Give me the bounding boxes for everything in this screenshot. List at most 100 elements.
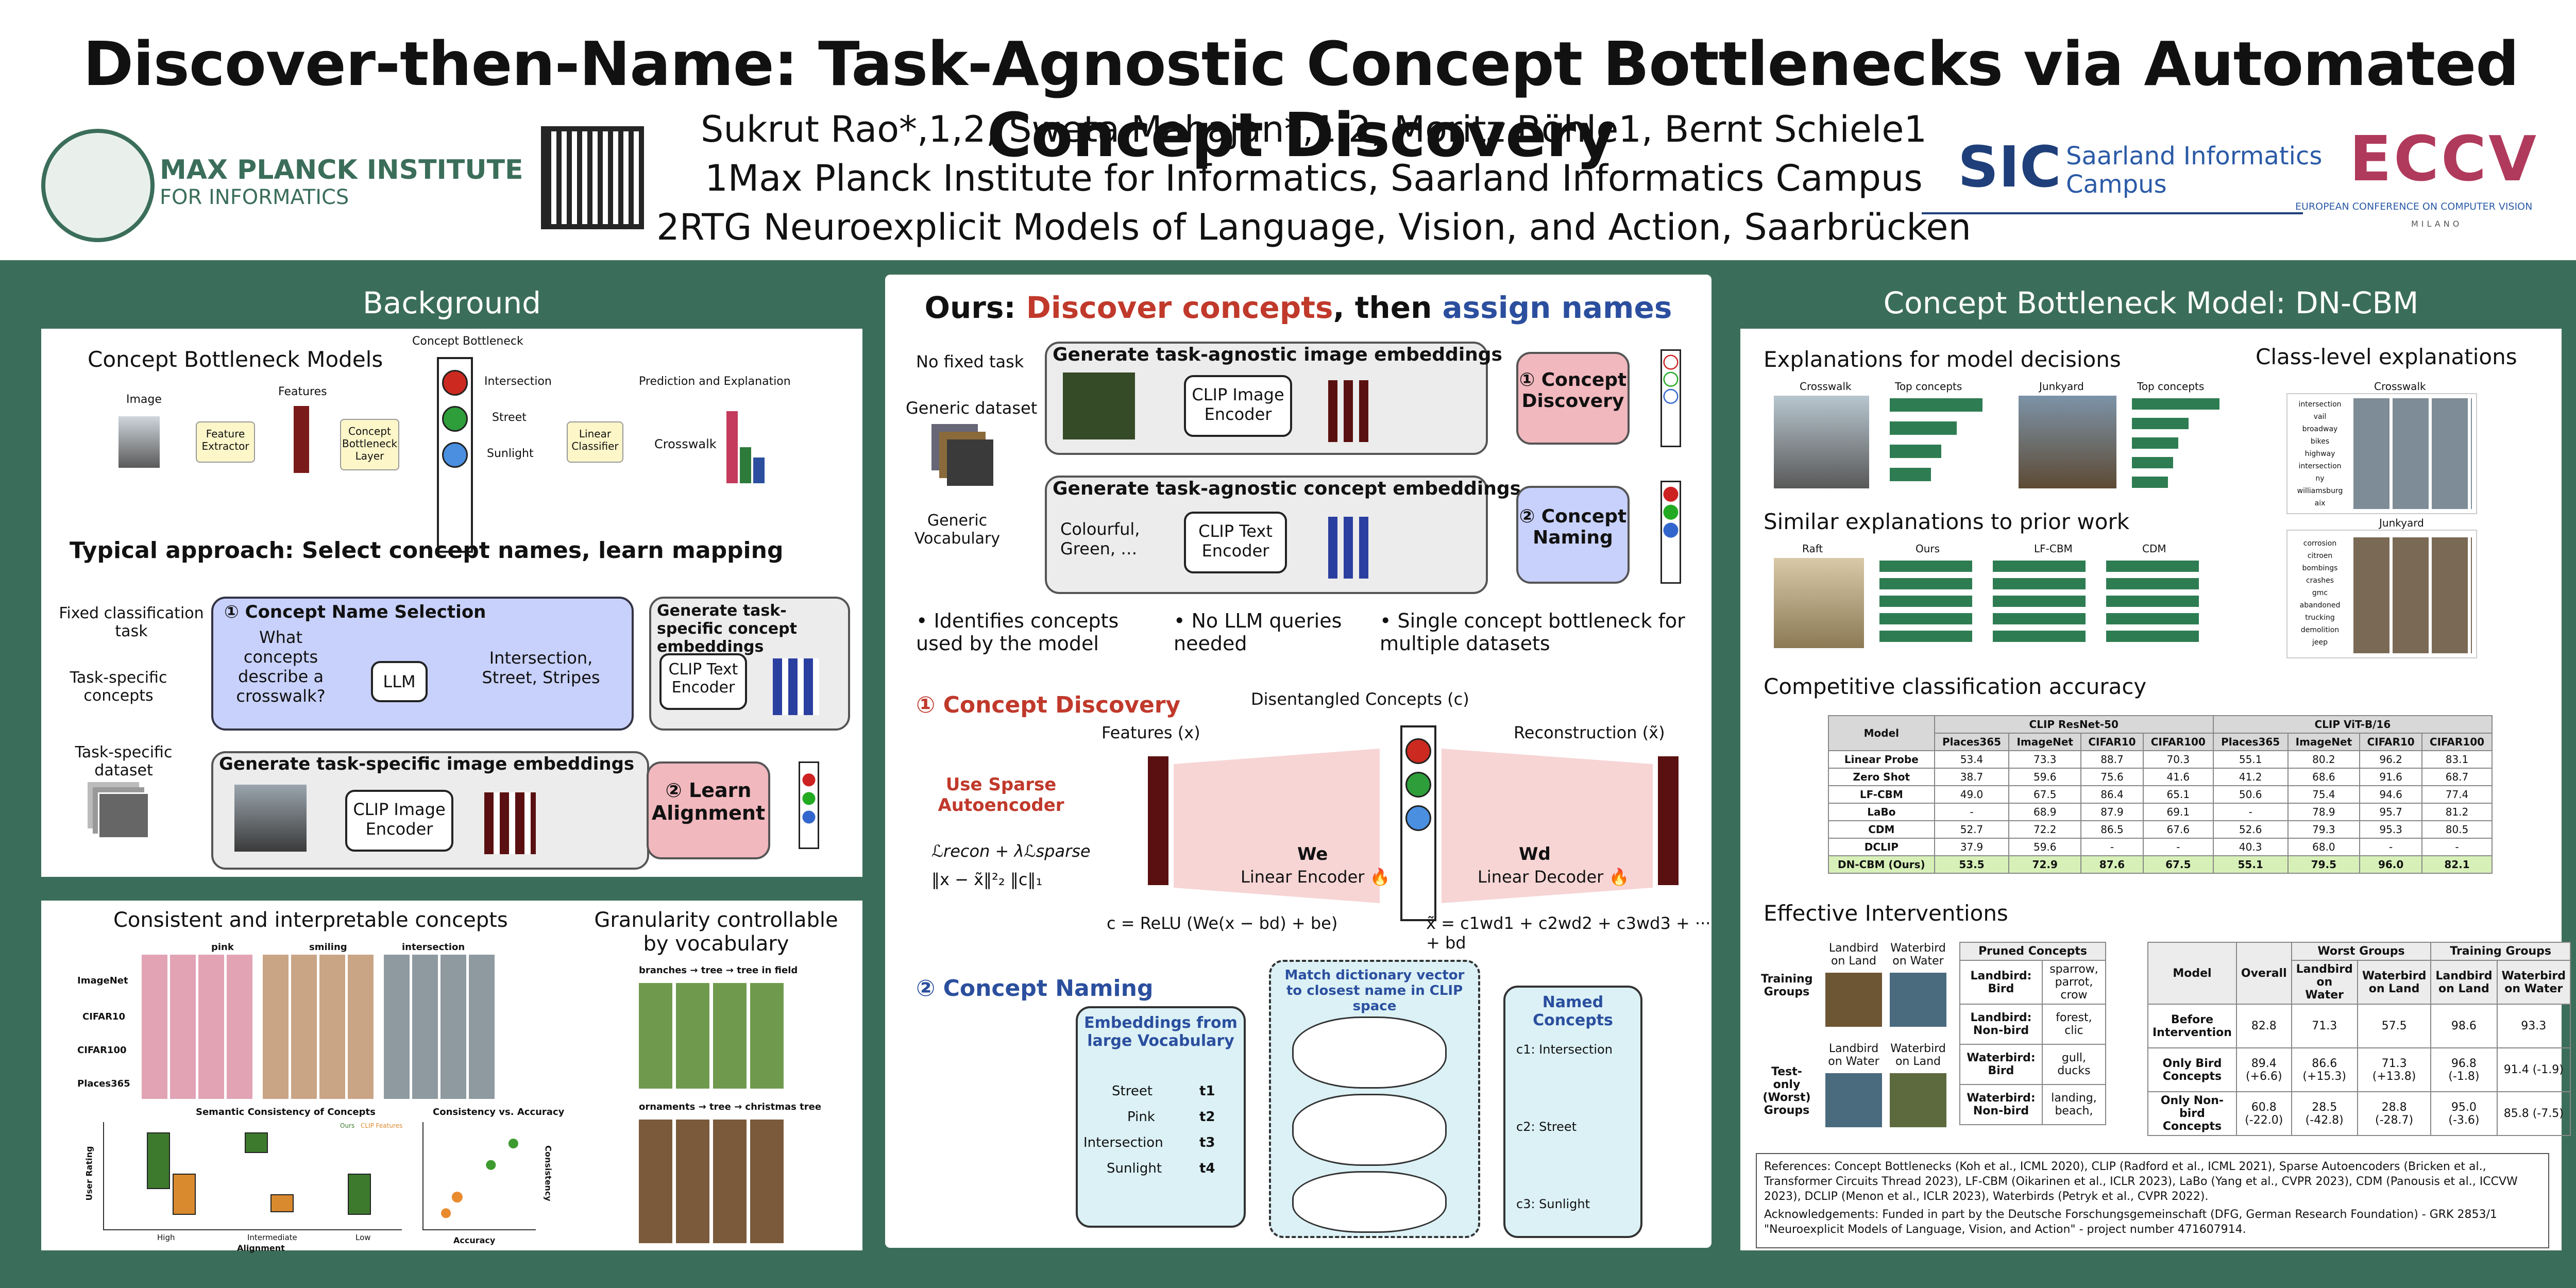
cbl-box: Concept Bottleneck Layer xyxy=(340,419,399,470)
sic-logo: SIC xyxy=(1958,134,2061,200)
affiliation-2: 2RTG Neuroexplicit Models of Language, V… xyxy=(656,206,1971,248)
no-fixed-task: No fixed task xyxy=(916,352,1024,371)
plot1-axes xyxy=(103,1122,402,1230)
acc-cell: 88.7 xyxy=(2080,750,2144,769)
eccv-city: MILANO xyxy=(2411,219,2463,229)
competitive-heading: Competitive classification accuracy xyxy=(1764,674,2147,699)
acc-cell: 52.6 xyxy=(2212,820,2289,839)
acc-cell: DCLIP xyxy=(1828,838,1935,856)
consistent-panel: Consistent and interpretable concepts pi… xyxy=(37,896,867,1255)
col-pink: pink xyxy=(211,942,234,953)
acc-cell: LF-CBM xyxy=(1828,785,1935,804)
pruned-r2-v: gull, ducks xyxy=(2041,1044,2107,1085)
pred-bar-3 xyxy=(753,457,765,483)
concept-discovery-box: ① Concept Discovery xyxy=(1516,352,1630,445)
ours-text-bars xyxy=(1328,517,1369,579)
acc-col-3: CIFAR10 xyxy=(2080,733,2144,751)
acc-cell: Linear Probe xyxy=(1828,750,1935,769)
qr-code[interactable] xyxy=(541,126,644,229)
class-level-heading: Class-level explanations xyxy=(2256,344,2517,369)
lfcbm-bars xyxy=(1993,561,2086,648)
concept-naming-box: ② Concept Naming xyxy=(1516,486,1630,584)
img-label-3: Landbird on Water xyxy=(1828,1042,1879,1068)
clip-text-box: CLIP Text Encoder xyxy=(659,653,747,710)
llm-box: LLM xyxy=(371,661,428,702)
img-label-4: Waterbird on Land xyxy=(1890,1042,1946,1068)
background-heading: Background xyxy=(41,277,862,329)
recon-bar xyxy=(1658,756,1679,885)
features-label: Features xyxy=(278,385,327,398)
bottleneck-label: Concept Bottleneck xyxy=(412,335,523,348)
ours-bars xyxy=(1879,561,1972,648)
similar-heading: Similar explanations to prior work xyxy=(1764,509,2130,534)
sic-underline xyxy=(1922,212,2303,214)
plot2-title: Consistency vs. Accuracy xyxy=(433,1107,565,1117)
class-junkyard: Junkyard xyxy=(2379,517,2424,529)
cw-concept-1: vail xyxy=(2313,413,2327,421)
acc-cell: 67.6 xyxy=(2142,820,2214,839)
pruned-r0-k: Landbird: Bird xyxy=(1959,960,2043,1005)
acc-cell: 95.7 xyxy=(2359,803,2422,821)
generic-dataset-stack xyxy=(947,439,993,486)
plot1-ylabel: User Rating xyxy=(84,1146,94,1201)
cw-image-grid xyxy=(2353,398,2472,509)
clip-image-encoder: CLIP Image Encoder xyxy=(1184,375,1292,437)
bullet-3-text: Single concept bottleneck for multiple d… xyxy=(1380,609,1685,655)
acc-cell: 59.6 xyxy=(2008,838,2082,856)
bird-img-1 xyxy=(1825,973,1882,1027)
cw-concept-7: williamsburg xyxy=(2297,487,2343,495)
dataset-stack xyxy=(98,792,149,839)
named-title: Named Concepts xyxy=(1533,993,1613,1029)
granularity-row1: branches → tree → tree in field xyxy=(639,965,798,976)
acc-cell: 86.5 xyxy=(2080,820,2144,839)
acc-cell: 87.6 xyxy=(2080,855,2144,874)
int-cell: 95.0 (-3.6) xyxy=(2430,1091,2498,1136)
task-dataset-label: Task-specific dataset xyxy=(75,743,173,779)
cw-concept-list: intersection vail broadway bikes highway… xyxy=(2292,398,2348,510)
jy-concept-list: corrosion citroen bombings crashes gmc a… xyxy=(2292,537,2348,649)
concept-sunlight: Sunlight xyxy=(487,447,534,460)
cbm-heading: Concept Bottleneck Models xyxy=(88,347,383,372)
equation-c: c = ReLU (We(x − bd) + be) xyxy=(1107,913,1338,933)
frog-image xyxy=(1063,372,1135,439)
jy-concept-1: citroen xyxy=(2307,552,2333,560)
generic-dataset: Generic dataset xyxy=(906,398,1038,418)
acc-cell: 37.9 xyxy=(1934,838,2010,856)
text-emb-bars xyxy=(773,658,819,715)
acc-cell: 75.6 xyxy=(2080,768,2144,786)
col-smiling: smiling xyxy=(309,942,347,953)
ours-panel: Ours: Discover concepts, then assign nam… xyxy=(881,270,1716,1252)
street-image xyxy=(234,785,307,852)
acc-cell: - xyxy=(2142,838,2214,856)
bullet-1-text: Identifies concepts used by the model xyxy=(916,609,1119,655)
granularity-row2: ornaments → tree → christmas tree xyxy=(639,1101,822,1112)
int-h-worst: Worst Groups xyxy=(2291,942,2432,961)
bullet-2: • No LLM queries needed xyxy=(1174,609,1342,655)
concept-street: Street xyxy=(492,411,527,424)
pred-bar-2 xyxy=(740,447,751,483)
plot2-ylabel: Consistency xyxy=(543,1145,553,1201)
c-node-green xyxy=(1405,772,1431,798)
jy-concept-0: corrosion xyxy=(2303,539,2337,548)
concept-node-green xyxy=(442,406,468,432)
granularity-title: Granularity controllable by vocabulary xyxy=(594,908,838,956)
intersection-grid xyxy=(384,955,497,1099)
cw-concept-4: highway xyxy=(2304,450,2335,458)
acc-cell: 55.1 xyxy=(2212,855,2289,874)
decoder-trapezoid xyxy=(1442,749,1653,903)
task-concepts-label: Task-specific concepts xyxy=(70,669,167,705)
step1-question: What concepts describe a crosswalk? xyxy=(236,628,326,706)
acc-cell: 68.0 xyxy=(2287,838,2361,856)
eccv-logo: ECCV xyxy=(2349,124,2538,195)
explanations-heading: Explanations for model decisions xyxy=(1764,347,2121,372)
acc-cell: 41.2 xyxy=(2212,768,2289,786)
jy-concept-4: gmc xyxy=(2312,589,2328,597)
pruned-r1-v: forest, clic xyxy=(2041,1004,2107,1045)
acc-col-2: ImageNet xyxy=(2008,733,2082,751)
